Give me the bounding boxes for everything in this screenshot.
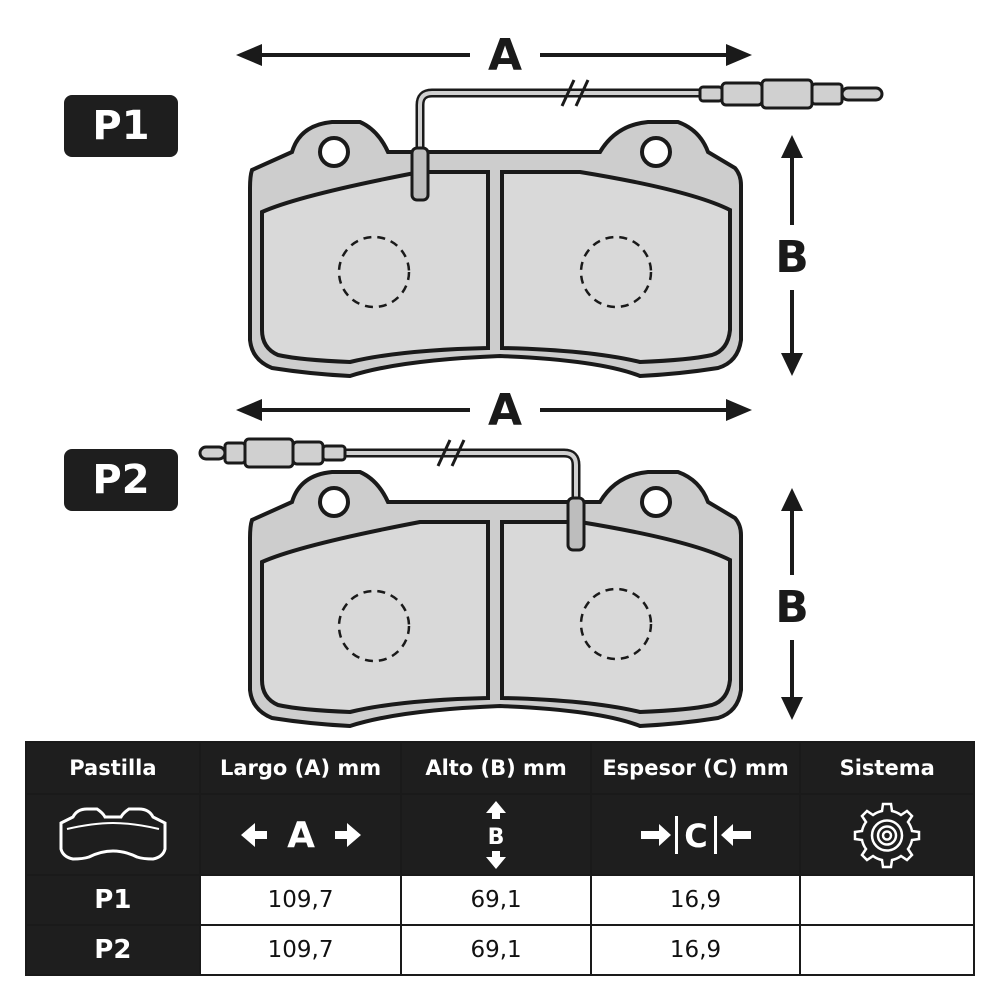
gear-icon bbox=[853, 802, 921, 868]
icon-b-letter: B bbox=[488, 825, 505, 850]
header-pastilla: Pastilla bbox=[25, 741, 201, 795]
dim-a-label-p1: A bbox=[488, 30, 522, 81]
mount-hole-left-p1 bbox=[318, 136, 350, 168]
specs-table: Pastilla Largo (A) mm Alto (B) mm Espeso… bbox=[25, 741, 975, 976]
mount-hole-right-p2 bbox=[640, 486, 672, 518]
cell-sistema-p1 bbox=[799, 874, 975, 926]
cell-alto-p2: 69,1 bbox=[400, 924, 592, 976]
dimension-b-p1: B bbox=[775, 135, 809, 376]
table-header-row: Pastilla Largo (A) mm Alto (B) mm Espeso… bbox=[25, 741, 975, 795]
cell-espesor-p1: 16,9 bbox=[589, 874, 802, 926]
mount-hole-left-p2 bbox=[318, 486, 350, 518]
row-pad-p2: P2 bbox=[25, 924, 201, 976]
mount-hole-right-p1 bbox=[640, 136, 672, 168]
cell-espesor-p2: 16,9 bbox=[589, 924, 802, 976]
dim-a-label-p2: A bbox=[488, 385, 522, 436]
table-row: P2 109,7 69,1 16,9 bbox=[25, 924, 975, 976]
pad-tag-p1: P1 bbox=[64, 95, 178, 157]
header-alto: Alto (B) mm bbox=[400, 741, 592, 795]
cell-alto-p1: 69,1 bbox=[400, 874, 592, 926]
row-pad-p1: P1 bbox=[25, 874, 201, 926]
cell-largo-p1: 109,7 bbox=[198, 874, 403, 926]
pad-tag-p2: P2 bbox=[64, 449, 178, 511]
friction-right-p1 bbox=[500, 170, 732, 365]
table-icon-row: A B C bbox=[25, 793, 975, 876]
dimension-a-p1: A bbox=[236, 30, 752, 81]
brake-pad-icon bbox=[59, 807, 167, 861]
brake-pad-diagram: A B bbox=[198, 30, 884, 729]
friction-right-p2 bbox=[500, 520, 732, 715]
height-b-icon: B bbox=[486, 800, 507, 869]
cell-largo-p2: 109,7 bbox=[198, 924, 403, 976]
dimension-b-p2: B bbox=[775, 488, 809, 720]
icon-a-letter: A bbox=[287, 815, 315, 856]
length-a-icon: A bbox=[240, 815, 361, 856]
pad-p1-drawing: A B bbox=[236, 30, 884, 379]
dim-b-label-p1: B bbox=[775, 232, 809, 283]
thickness-c-icon: C bbox=[640, 815, 751, 855]
pad-p2-drawing: A B bbox=[198, 385, 809, 729]
header-largo: Largo (A) mm bbox=[198, 741, 403, 795]
dim-b-label-p2: B bbox=[775, 582, 809, 633]
cell-sistema-p2 bbox=[799, 924, 975, 976]
friction-left-p2 bbox=[260, 520, 490, 715]
friction-left-p1 bbox=[260, 170, 490, 365]
wear-sensor-p1 bbox=[410, 78, 884, 202]
icon-c-letter: C bbox=[684, 817, 707, 855]
wear-sensor-p2 bbox=[198, 437, 586, 552]
table-row: P1 109,7 69,1 16,9 bbox=[25, 874, 975, 926]
header-espesor: Espesor (C) mm bbox=[589, 741, 802, 795]
header-sistema: Sistema bbox=[799, 741, 975, 795]
dimension-a-p2: A bbox=[236, 385, 752, 436]
